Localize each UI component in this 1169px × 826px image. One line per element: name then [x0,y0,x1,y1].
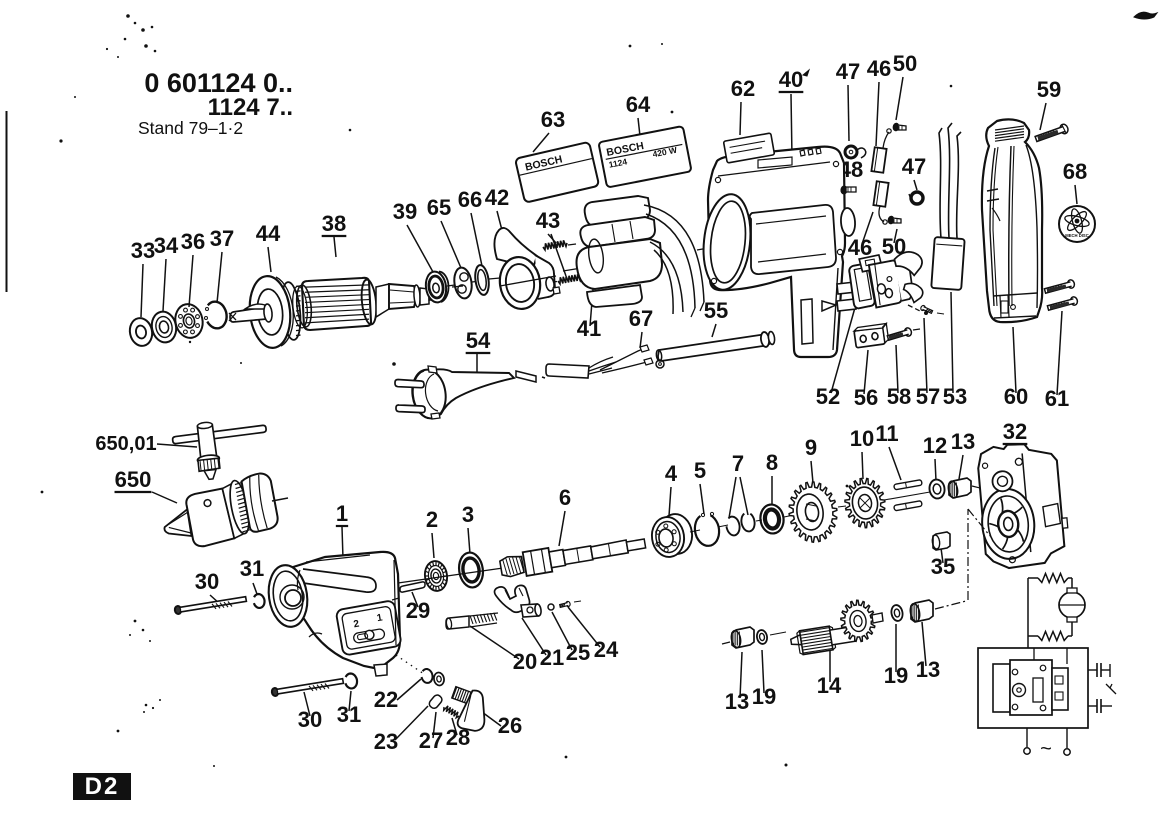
svg-text:58: 58 [887,384,911,409]
svg-text:11: 11 [875,421,898,446]
svg-text:7: 7 [732,451,744,476]
svg-text:40: 40 [779,67,803,92]
svg-text:30: 30 [298,707,322,732]
svg-text:57: 57 [916,384,940,409]
svg-text:65: 65 [427,195,451,220]
svg-text:59: 59 [1037,77,1061,102]
svg-text:13: 13 [951,429,975,454]
svg-text:27: 27 [419,728,443,753]
svg-text:26: 26 [498,713,522,738]
svg-text:66: 66 [458,187,482,212]
svg-text:25: 25 [566,640,590,665]
svg-text:50: 50 [893,51,917,76]
svg-text:67: 67 [629,306,653,331]
svg-text:23: 23 [374,729,398,754]
svg-text:1124: 1124 [608,156,628,169]
svg-text:650: 650 [115,467,152,492]
svg-text:MECH DISC: MECH DISC [1065,233,1089,238]
svg-text:6: 6 [559,485,571,510]
svg-text:5: 5 [694,458,706,483]
svg-text:12: 12 [923,433,947,458]
svg-text:62: 62 [731,76,755,101]
svg-text:~: ~ [1040,738,1052,760]
svg-text:Stand 79–1·2: Stand 79–1·2 [138,118,243,138]
svg-text:31: 31 [240,556,264,581]
svg-text:56: 56 [854,385,878,410]
svg-text:64: 64 [626,92,651,117]
svg-text:8: 8 [766,450,778,475]
svg-text:47: 47 [902,154,926,179]
svg-text:34: 34 [154,233,179,258]
svg-text:29: 29 [406,598,430,623]
svg-text:20: 20 [513,649,537,674]
svg-text:44: 44 [256,221,281,246]
svg-text:32: 32 [1003,419,1027,444]
svg-text:22: 22 [374,687,398,712]
svg-text:D2: D2 [85,773,120,800]
svg-text:37: 37 [210,226,234,251]
svg-text:36: 36 [181,229,205,254]
svg-text:10: 10 [850,426,874,451]
svg-text:420 W: 420 W [652,145,679,160]
svg-text:53: 53 [943,384,967,409]
svg-text:47: 47 [836,59,860,84]
svg-text:1: 1 [376,612,384,624]
svg-text:0 601124 0..: 0 601124 0.. [144,68,293,98]
svg-text:21: 21 [540,645,564,670]
svg-text:63: 63 [541,107,565,132]
svg-text:39: 39 [393,199,417,224]
svg-text:2: 2 [426,507,438,532]
svg-text:9: 9 [805,435,817,460]
svg-text:30: 30 [195,569,219,594]
svg-text:650,01: 650,01 [95,433,156,455]
svg-text:46: 46 [867,56,891,81]
svg-text:33: 33 [131,238,155,263]
svg-text:13: 13 [725,689,749,714]
svg-text:3: 3 [462,502,474,527]
svg-text:1124 7..: 1124 7.. [208,94,293,121]
svg-text:43: 43 [536,208,560,233]
svg-text:68: 68 [1063,159,1087,184]
svg-text:4: 4 [665,461,678,486]
svg-text:13: 13 [916,657,940,682]
svg-text:2: 2 [353,619,361,631]
svg-text:55: 55 [704,298,728,323]
svg-text:54: 54 [466,328,491,353]
svg-text:38: 38 [322,211,346,236]
svg-text:42: 42 [485,185,509,210]
svg-text:24: 24 [594,637,619,662]
svg-text:46: 46 [848,235,872,260]
svg-text:52: 52 [816,384,840,409]
svg-text:1: 1 [336,501,348,526]
svg-text:41: 41 [577,316,601,341]
